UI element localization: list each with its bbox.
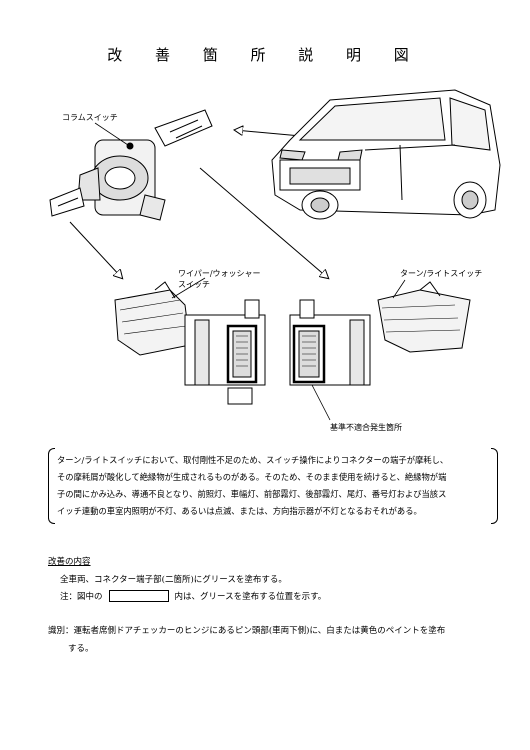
turn-light-switch-drawing bbox=[289, 281, 471, 386]
defect-location-label: 基準不適合発生箇所 bbox=[330, 423, 402, 432]
description-line: その摩耗屑が酸化して絶縁物が生成されるものがある。そのため、そのまま使用を続ける… bbox=[57, 472, 447, 482]
column-switch-drawing bbox=[49, 109, 213, 221]
page-title: 改 善 箇 所 説 明 図 bbox=[107, 46, 423, 64]
note-prefix: 注：図中の bbox=[60, 592, 103, 602]
turn-light-switch-label: ターン/ライトスイッチ bbox=[400, 269, 483, 278]
identification-line: 識別：運転者席側ドアチェッカーのヒンジにあるピン頭部(車両下側)に、白または黄色… bbox=[48, 626, 446, 636]
defect-description: ターン/ライトスイッチにおいて、取付剛性不足のため、スイッチ操作によりコネクター… bbox=[57, 452, 497, 520]
improvement-note: 注：図中の 内は、グリースを塗布する位置を示す。 bbox=[60, 590, 326, 602]
wiper-switch-drawing bbox=[114, 281, 266, 405]
identification-text: 識別：運転者席側ドアチェッカーのヒンジにあるピン頭部(車両下側)に、白または黄色… bbox=[48, 622, 500, 658]
description-line: ターン/ライトスイッチにおいて、取付剛性不足のため、スイッチ操作によりコネクター… bbox=[57, 455, 449, 465]
description-line: イッチ連動の車室内照明が不灯、あるいは点滅、または、方向指示器が不灯となるおそれ… bbox=[57, 506, 422, 516]
note-suffix: 内は、グリースを塗布する位置を示す。 bbox=[174, 592, 327, 602]
identification-line: する。 bbox=[68, 644, 94, 654]
vehicle-drawing bbox=[271, 89, 501, 220]
improvement-heading: 改善の内容 bbox=[48, 557, 91, 567]
wiper-switch-label: ワイパー/ウォッシャー スイッチ bbox=[178, 269, 261, 289]
column-switch-label: コラムスイッチ bbox=[62, 113, 118, 122]
description-line: 子の間にかみ込み、導通不良となり、前照灯、車幅灯、前部霧灯、後部霧灯、尾灯、番号… bbox=[57, 489, 447, 499]
improvement-text: 全車両、コネクター端子部(二箇所)にグリースを塗布する。 bbox=[60, 575, 287, 585]
grease-position-box bbox=[108, 590, 169, 602]
description-bracket bbox=[48, 448, 498, 524]
diagram-illustration bbox=[49, 89, 501, 421]
